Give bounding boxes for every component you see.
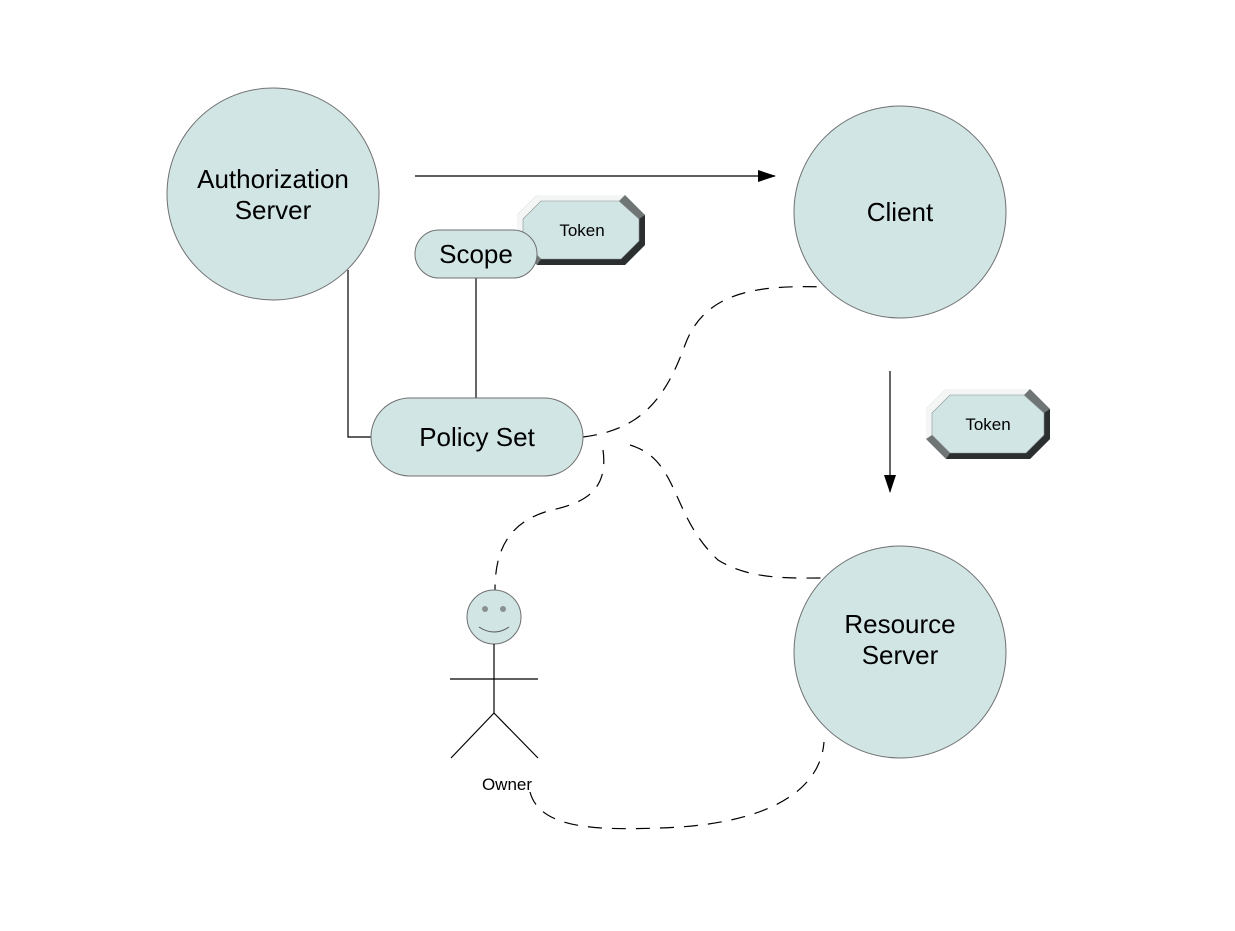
- policy-set-label: Policy Set: [419, 422, 535, 452]
- scope-shape: [414, 229, 538, 279]
- owner-right-leg: [493, 712, 539, 759]
- authorization-server-circle: [166, 87, 380, 301]
- policy-owner-dashed-curve: [494, 449, 605, 591]
- client-label: Client: [867, 197, 934, 227]
- token-top-bevel-dark: [537, 215, 645, 265]
- token-top-label: Token: [559, 221, 604, 240]
- token-right-face: [931, 394, 1045, 454]
- token-top-node: Token: [517, 195, 645, 265]
- owner-actor: Owner: [450, 589, 539, 794]
- owner-left-eye: [482, 606, 488, 612]
- owner-resource-dashed-curve: [529, 741, 825, 830]
- authorization-server-label-line2: Server: [235, 195, 312, 225]
- owner-smile: [478, 626, 510, 633]
- token-right-bevel-dark: [946, 409, 1050, 459]
- owner-head: [466, 589, 522, 645]
- authorization-server-node: Authorization Server: [166, 87, 380, 301]
- scope-node: Scope: [414, 229, 538, 279]
- policy-resource-dashed-curve: [629, 444, 827, 579]
- resource-server-node: Resource Server: [793, 545, 1007, 759]
- owner-right-eye: [500, 606, 506, 612]
- policy-set-shape: [370, 397, 584, 477]
- resource-server-label-line2: Server: [862, 640, 939, 670]
- policy-client-dashed-curve: [582, 286, 827, 438]
- resource-server-label-line1: Resource: [844, 609, 955, 639]
- policy-set-node: Policy Set: [370, 397, 584, 477]
- auth-to-policy-connector: [347, 270, 371, 438]
- scope-label: Scope: [439, 239, 513, 269]
- authorization-server-label-line1: Authorization: [197, 164, 349, 194]
- owner-label: Owner: [482, 775, 532, 794]
- client-circle: [793, 105, 1007, 319]
- resource-server-circle: [793, 545, 1007, 759]
- client-node: Client: [793, 105, 1007, 319]
- token-right-label: Token: [965, 415, 1010, 434]
- token-right-bevel-light: [926, 389, 1030, 439]
- token-top-face: [522, 200, 640, 260]
- token-top-bevel-light: [517, 195, 625, 245]
- token-right-node: Token: [926, 389, 1050, 459]
- owner-left-leg: [450, 712, 495, 759]
